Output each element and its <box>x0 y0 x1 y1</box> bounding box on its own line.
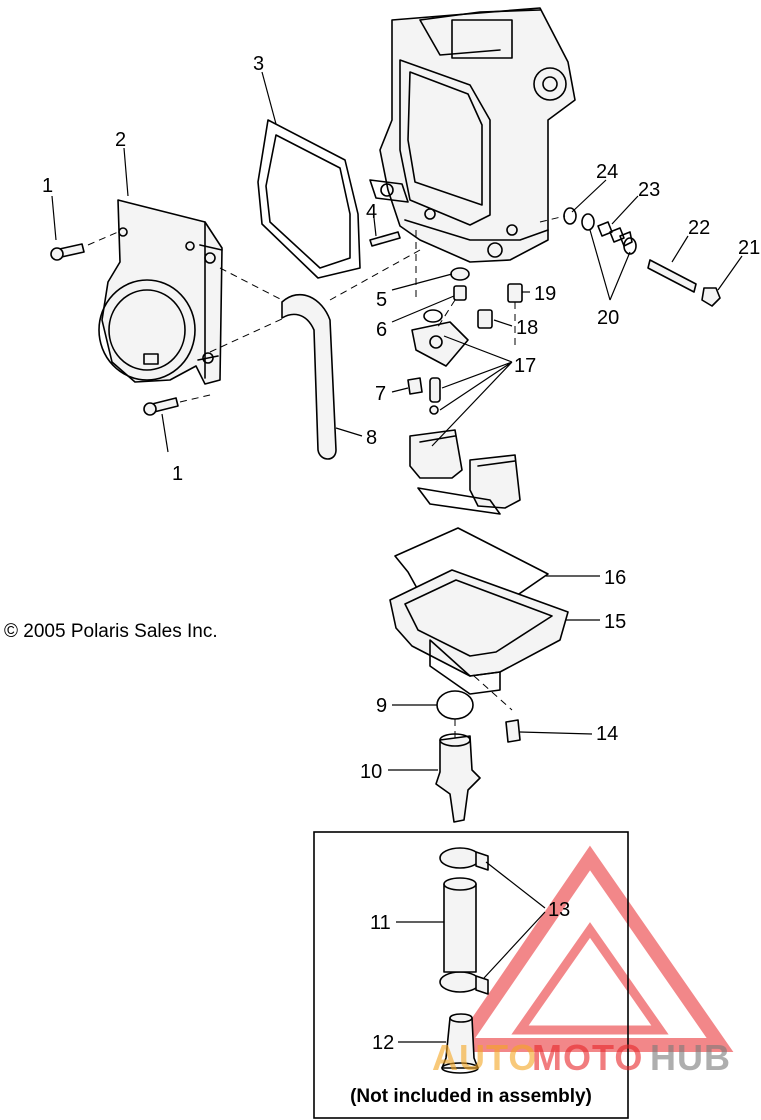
part-23-spring <box>597 221 633 247</box>
part-7-screw <box>407 377 423 395</box>
watermark-logo <box>448 845 734 1052</box>
callout-5: 5 <box>376 289 387 311</box>
part-22-idle-screw <box>647 259 697 293</box>
callout-9: 9 <box>376 695 387 717</box>
part-20-washer-b <box>623 237 637 255</box>
part-19-jet <box>507 283 523 303</box>
callout-8: 8 <box>366 427 377 449</box>
callout-17: 17 <box>514 355 536 377</box>
part-11-hose <box>443 877 477 973</box>
part-4-pin <box>369 231 401 247</box>
part-12-fitting <box>441 1013 479 1074</box>
part-14-drain-screw <box>505 719 521 743</box>
callouts: 1 2 3 4 5 6 7 8 1 19 18 17 24 23 22 21 2… <box>42 53 760 783</box>
callout-12: 12 <box>372 1032 394 1054</box>
screw-upper <box>50 243 85 261</box>
float-assembly <box>409 309 521 515</box>
callout-20: 20 <box>597 307 619 329</box>
callout-11: 11 <box>370 912 391 934</box>
callout-19: 19 <box>534 283 556 305</box>
copyright-notice: © 2005 Polaris Sales Inc. <box>4 621 218 642</box>
leader-13 <box>483 861 546 979</box>
throttle-body-housing <box>98 199 223 385</box>
callout-23: 23 <box>638 179 660 201</box>
part-5-washer <box>450 267 470 281</box>
assembly-lines <box>87 215 566 738</box>
callout-6: 6 <box>376 319 387 341</box>
callout-14: 14 <box>596 723 618 745</box>
watermark-part1: AUTO <box>432 1037 537 1078</box>
callout-13: 13 <box>548 899 570 921</box>
callout-15: 15 <box>604 611 626 633</box>
vent-tube <box>281 293 337 460</box>
part-18-jet <box>477 309 493 329</box>
callout-10: 10 <box>360 761 382 783</box>
callout-3: 3 <box>253 53 264 75</box>
part-9-oring <box>436 690 474 720</box>
part-13-clamp-top <box>439 847 489 871</box>
inset-box: 11 13 12 (Not included in assembly) <box>313 831 629 1119</box>
callout-24: 24 <box>596 161 618 183</box>
top-cover-gasket <box>257 119 361 279</box>
callout-1-bottom: 1 <box>172 463 183 485</box>
part-13-clamp-bottom <box>439 971 489 995</box>
callout-1-top: 1 <box>42 175 53 197</box>
leader-lines <box>51 71 743 771</box>
watermark-triangle-inner <box>511 922 669 1035</box>
callout-18: 18 <box>516 317 538 339</box>
part-21-nut <box>701 287 721 307</box>
watermark-text: AUTO MOTO HUB <box>432 1037 731 1078</box>
float-bowl <box>389 569 569 695</box>
callout-16: 16 <box>604 567 626 589</box>
inset-border <box>313 831 629 1119</box>
watermark-triangle-outer <box>448 845 734 1052</box>
callout-2: 2 <box>115 129 126 151</box>
part-10-drain-fitting <box>435 733 481 823</box>
carburetor-body <box>369 7 576 263</box>
callout-22: 22 <box>688 217 710 239</box>
callout-4: 4 <box>366 201 377 223</box>
part-6-jet <box>453 285 467 301</box>
part-20-washer-a <box>581 213 595 231</box>
watermark-part2: MOTO <box>532 1037 643 1078</box>
inset-note: (Not included in assembly) <box>350 1086 592 1107</box>
callout-21: 21 <box>738 237 760 259</box>
callout-7: 7 <box>375 383 386 405</box>
watermark-part3: HUB <box>650 1037 731 1078</box>
screw-lower <box>143 397 179 416</box>
